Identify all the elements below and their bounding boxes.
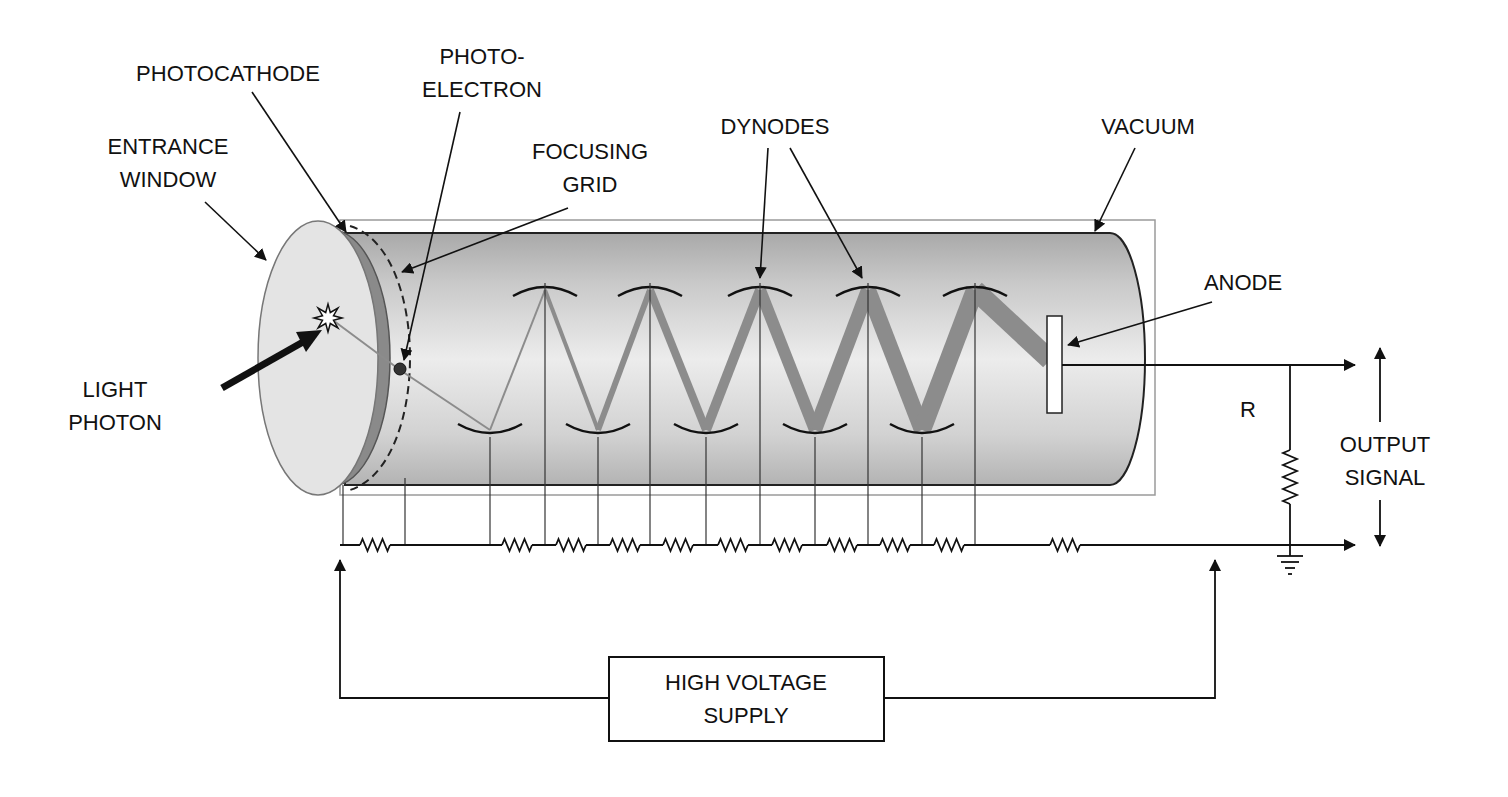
signal-arrow (1379, 500, 1381, 546)
leader-line (205, 202, 266, 260)
part-label: VACUUM (1083, 110, 1213, 143)
wire (974, 283, 975, 545)
electron-path (490, 290, 545, 430)
photon-arrowhead (296, 330, 322, 352)
resistor-symbol (502, 539, 532, 551)
wire (1289, 504, 1291, 556)
wire (705, 437, 706, 545)
supply-wire (883, 560, 1215, 698)
leader-line (252, 92, 346, 232)
wire (597, 437, 598, 545)
resistor-symbol (663, 539, 693, 551)
dynode (458, 424, 522, 433)
impact-star (314, 304, 342, 332)
electron-path (975, 290, 1050, 360)
resistor-gap (772, 537, 802, 553)
part-label: ENTRANCE WINDOW (103, 130, 233, 196)
supply-wire (340, 560, 610, 698)
resistor-symbol (718, 539, 748, 551)
photoelectron-dot (394, 363, 406, 375)
leader-line (402, 208, 568, 272)
divider-wires (343, 283, 975, 545)
electron-path (650, 290, 706, 430)
wire (921, 437, 922, 545)
wire (814, 437, 815, 545)
resistor-gap (827, 537, 857, 553)
box-text: HIGH VOLTAGE SUPPLY (661, 666, 831, 732)
resistor-gap (663, 537, 693, 553)
wire (342, 485, 343, 545)
housing-outline (340, 220, 1155, 495)
leader-line (1095, 148, 1135, 231)
electron-path (400, 370, 490, 430)
ground-symbol (1288, 573, 1292, 575)
wire (759, 283, 760, 545)
focusing-grid (350, 226, 410, 490)
part-label: OUTPUT SIGNAL (1325, 428, 1445, 494)
resistor-symbol (360, 539, 390, 551)
anode-plate (1047, 316, 1062, 413)
supply-box: HIGH VOLTAGE SUPPLY (608, 656, 885, 742)
wire (404, 478, 405, 545)
vacuum-tube (345, 233, 1145, 485)
resistor-symbol (1283, 450, 1297, 504)
resistor-symbol (772, 539, 802, 551)
electron-path (545, 290, 598, 430)
electron-path (330, 318, 400, 370)
signal-arrow (1379, 348, 1381, 422)
leader-line (404, 112, 460, 360)
leader-lines (205, 92, 1212, 360)
resistor-gap (502, 537, 532, 553)
part-label: LIGHT PHOTON (60, 373, 170, 439)
leader-line (790, 148, 862, 278)
dynode (674, 424, 738, 433)
resistor-symbol (556, 539, 586, 551)
electron-path (598, 290, 650, 430)
dynode (566, 424, 630, 433)
resistor-gap (718, 537, 748, 553)
part-label: FOCUSING GRID (525, 135, 655, 201)
part-label: DYNODES (705, 110, 845, 143)
wire (544, 283, 545, 545)
resistor-gap (610, 537, 640, 553)
part-label: PHOTO- ELECTRON (417, 40, 547, 106)
leader-line (1068, 302, 1212, 345)
wire (649, 283, 650, 545)
electron-path (868, 290, 922, 430)
output-line (1062, 364, 1355, 366)
ground-symbol (1277, 555, 1303, 557)
resistor-gap (1050, 537, 1080, 553)
electron-path (815, 290, 868, 430)
electron-path (760, 290, 815, 430)
resistor-symbol (827, 539, 857, 551)
resistor-symbol (880, 539, 910, 551)
wire (867, 283, 868, 545)
electron-path (922, 290, 975, 430)
resistor-symbol (1050, 539, 1080, 551)
resistor-gap (880, 537, 910, 553)
part-label: PHOTOCATHODE (123, 57, 333, 90)
dynode (783, 424, 847, 433)
resistor-gap (556, 537, 586, 553)
dynode (890, 424, 954, 433)
resistor-symbol (610, 539, 640, 551)
part-label: R (1233, 393, 1263, 426)
leader-line (760, 148, 768, 278)
photon-arrow (222, 342, 303, 388)
wire (489, 437, 490, 545)
part-label: ANODE (1188, 266, 1298, 299)
ground-symbol (1285, 567, 1295, 569)
resistor-gap (934, 537, 964, 553)
wire (1289, 365, 1291, 450)
electron-path (706, 290, 760, 430)
ground-symbol (1281, 561, 1299, 563)
resistor-gap (360, 537, 390, 553)
voltage-divider (360, 537, 1080, 553)
resistor-symbol (934, 539, 964, 551)
